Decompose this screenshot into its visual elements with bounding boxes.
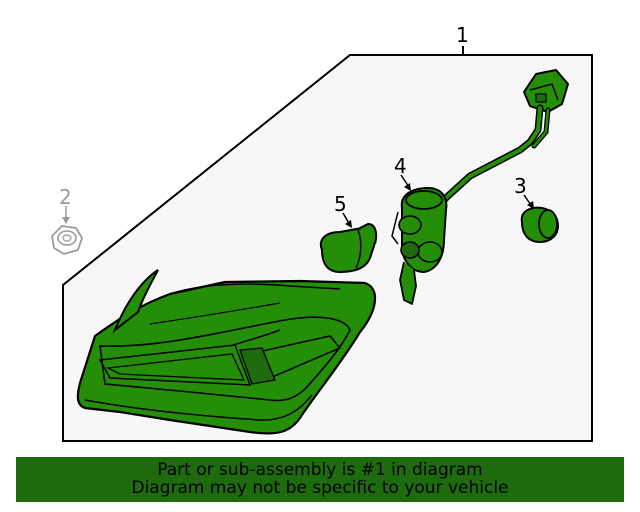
banner-line-2: Diagram may not be specific to your vehi… (131, 478, 509, 498)
callout-2-label: 2 (59, 185, 72, 209)
callout-4-label: 4 (394, 154, 407, 178)
notice-banner: Part or sub-assembly is #1 in diagram Di… (16, 457, 624, 502)
socket-cap[interactable] (520, 206, 560, 244)
callout-3-arrowhead (527, 201, 534, 209)
callout-5-label: 5 (334, 192, 347, 216)
harness-connector[interactable] (523, 69, 569, 113)
bulb[interactable] (320, 222, 378, 274)
tail-lamp-housing[interactable] (76, 269, 377, 435)
callout-2-arrowhead (62, 217, 70, 224)
callout-5-arrowhead (345, 220, 352, 228)
bulb-socket[interactable] (391, 186, 448, 305)
nut[interactable] (51, 225, 83, 255)
wire-harness[interactable] (434, 104, 551, 210)
callout-3-label: 3 (514, 174, 527, 198)
callout-4-arrowhead (404, 183, 411, 191)
banner-line-1: Part or sub-assembly is #1 in diagram (157, 460, 483, 480)
callout-1-label: 1 (456, 23, 469, 47)
